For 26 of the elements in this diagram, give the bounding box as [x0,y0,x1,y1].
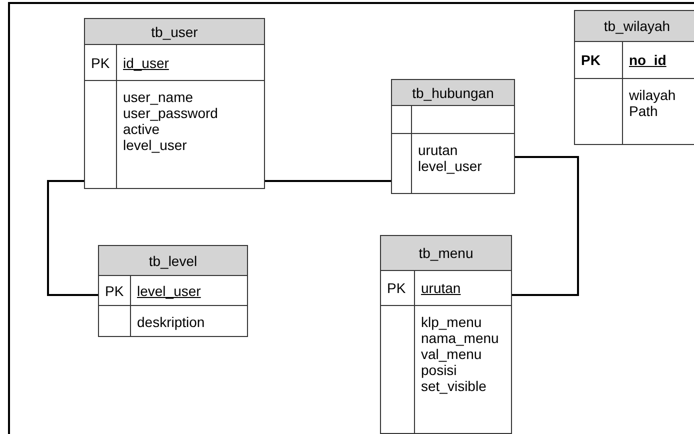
primary-key-marker: PK [91,54,110,70]
table-name: tb_level [148,252,198,268]
table-name: tb_wilayah [604,18,670,34]
table-name: tb_user [151,24,198,40]
attribute-list: wilayah Path [629,87,676,119]
entity-table [98,245,248,337]
attribute-list: deskription [137,314,205,330]
entity-table [574,10,694,145]
primary-key-marker: PK [581,52,600,68]
attribute-list: klp_menu nama_menu val_menu posisi set_visible [421,314,499,394]
primary-key-marker: PK [387,280,406,296]
primary-key-marker: PK [105,282,124,298]
attribute-list: urutan level_user [418,142,482,174]
primary-key-field: level_user [137,282,201,298]
primary-key-field: no_id [629,52,666,68]
entity-table [391,79,515,194]
attribute-list: user_name user_password active level_user [123,89,218,153]
entity-table [84,18,265,189]
relationship-line [265,180,391,182]
relationship-line [512,156,579,296]
primary-key-field: urutan [421,280,461,296]
table-name: tb_menu [418,245,474,261]
relationship-line [47,180,98,296]
entity-table [380,235,512,434]
primary-key-field: id_user [123,54,169,70]
table-name: tb_hubungan [412,84,494,100]
